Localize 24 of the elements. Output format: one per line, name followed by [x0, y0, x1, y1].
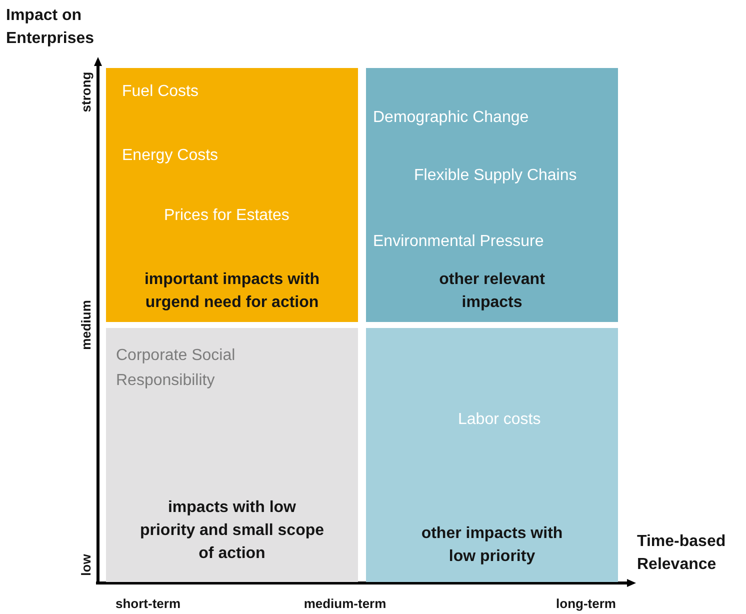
impact-item: Corporate Social Responsibility [116, 346, 236, 391]
impact-item: Demographic Change [373, 108, 529, 128]
quadrant-caption: important impacts with urgend need for action [143, 270, 321, 314]
quadrant-panel [106, 328, 358, 582]
impact-item: Environmental Pressure [373, 232, 544, 252]
quadrant-caption: other impacts with low priority [420, 524, 564, 568]
impact-item: Energy Costs [122, 146, 218, 166]
axis-title: Impact on Enterprises [6, 6, 96, 50]
quadrant-caption: impacts with low priority and small scope of action [140, 498, 324, 564]
axis-title: Time-based Relevance [637, 532, 727, 576]
impact-item: Labor costs [458, 410, 541, 430]
axis-tick-label: short-term [116, 596, 180, 611]
quadrant-panel [366, 68, 618, 322]
axis-tick-label: long-term [556, 596, 616, 611]
axis-tick-label: low [78, 554, 94, 576]
impact-item: Fuel Costs [122, 82, 198, 102]
axis-tick-label: medium [78, 300, 94, 350]
impact-item: Prices for Estates [164, 206, 290, 226]
quadrant-panel [366, 328, 618, 582]
impact-item: Flexible Supply Chains [414, 166, 577, 186]
axis-tick-label: strong [78, 72, 94, 112]
axis-tick-label: medium-term [304, 596, 386, 611]
quadrant-panel [106, 68, 358, 322]
quadrant-caption: other relevant impacts [438, 270, 546, 314]
